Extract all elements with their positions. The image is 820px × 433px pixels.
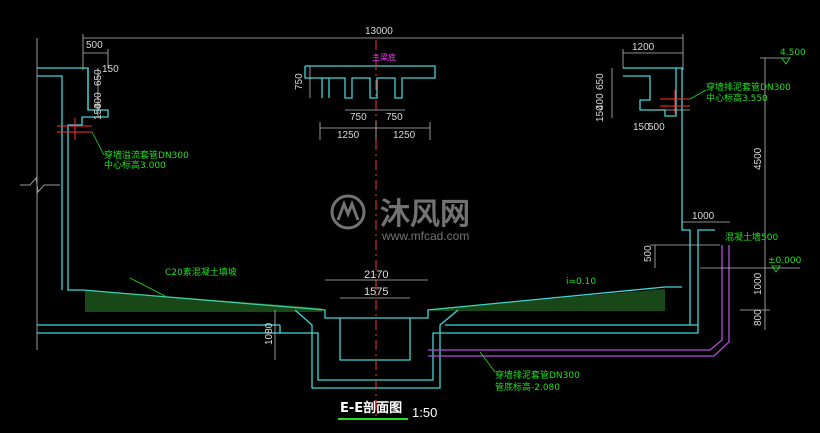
drain-pipe (428, 245, 730, 357)
dim-right-150: 150 (595, 105, 606, 122)
elev-zero-marker (771, 265, 781, 273)
note-c20-fill: C20素混凝土填坡 (165, 266, 237, 278)
note-bottom-pipe-b: 管底标高-2.080 (495, 381, 560, 393)
dim-right-1000h: 1000 (692, 211, 715, 222)
leader-left (91, 131, 105, 156)
watermark: 沐风网 www.mfcad.com (330, 194, 470, 243)
note-right-mid: 混凝土墙500 (725, 231, 778, 243)
dim-center-750-a: 750 (350, 112, 367, 123)
elev-zero: ±0.000 (768, 256, 802, 266)
elev-top-marker (781, 57, 791, 65)
dim-left-1080: 1080 (264, 322, 275, 345)
watermark-cn: 沐风网 (380, 197, 470, 232)
note-left-pipe-b: 中心标高3.000 (104, 159, 166, 171)
note-bottom-pipe-a: 穿墙排泥套管DN300 (495, 369, 580, 381)
leader-c20 (129, 277, 166, 297)
dim-channel-2170: 2170 (364, 269, 388, 281)
dim-right-500v: 500 (643, 245, 654, 262)
watermark-url: www.mfcad.com (381, 229, 469, 243)
dim-right-650: 650 (595, 73, 606, 90)
drawing-title: E-E剖面图 (340, 400, 402, 416)
dim-right-150b: 150 (633, 122, 650, 133)
dim-right-1000v: 1000 (753, 272, 764, 295)
dim-left-650: 650 (93, 69, 104, 86)
note-right-pipe-a: 穿墙排泥套管DN300 (706, 81, 791, 93)
dim-right-top: 1200 (632, 42, 655, 53)
dim-right-400: 400 (595, 93, 606, 110)
dim-center-750-b: 750 (386, 112, 403, 123)
drawing-scale: 1:50 (412, 405, 437, 420)
dim-channel-1575: 1575 (364, 286, 388, 298)
dim-center-1250-a: 1250 (337, 130, 360, 141)
leader-bottom (479, 351, 496, 373)
dim-right-800: 800 (753, 309, 764, 326)
dim-left-150: 150 (102, 64, 119, 75)
note-slope: i=0.10 (566, 277, 596, 287)
leader-right (689, 89, 707, 100)
dim-right-500h: 500 (648, 122, 665, 133)
elev-top: 4.500 (780, 48, 806, 58)
dim-height-4500: 4500 (753, 147, 764, 170)
ground-lines (20, 38, 60, 350)
beam-label: 主梁底 (372, 52, 396, 62)
watermark-logo-icon (330, 194, 366, 230)
c20-fill-hatch (85, 289, 665, 312)
dim-left-top: 500 (86, 40, 103, 51)
wall-sleeves (57, 90, 690, 140)
dimension-lines (82, 34, 800, 360)
note-left-pipe-a: 穿墙溢流套管DN300 (104, 149, 189, 161)
dim-center-1250-b: 1250 (393, 130, 416, 141)
note-right-pipe-b: 中心标高3.550 (706, 92, 768, 104)
dim-center-750-v: 750 (294, 73, 305, 90)
dim-left-400: 400 (93, 92, 104, 109)
dim-left-150b: 150 (93, 103, 104, 120)
dim-overall-width: 13000 (365, 26, 393, 37)
